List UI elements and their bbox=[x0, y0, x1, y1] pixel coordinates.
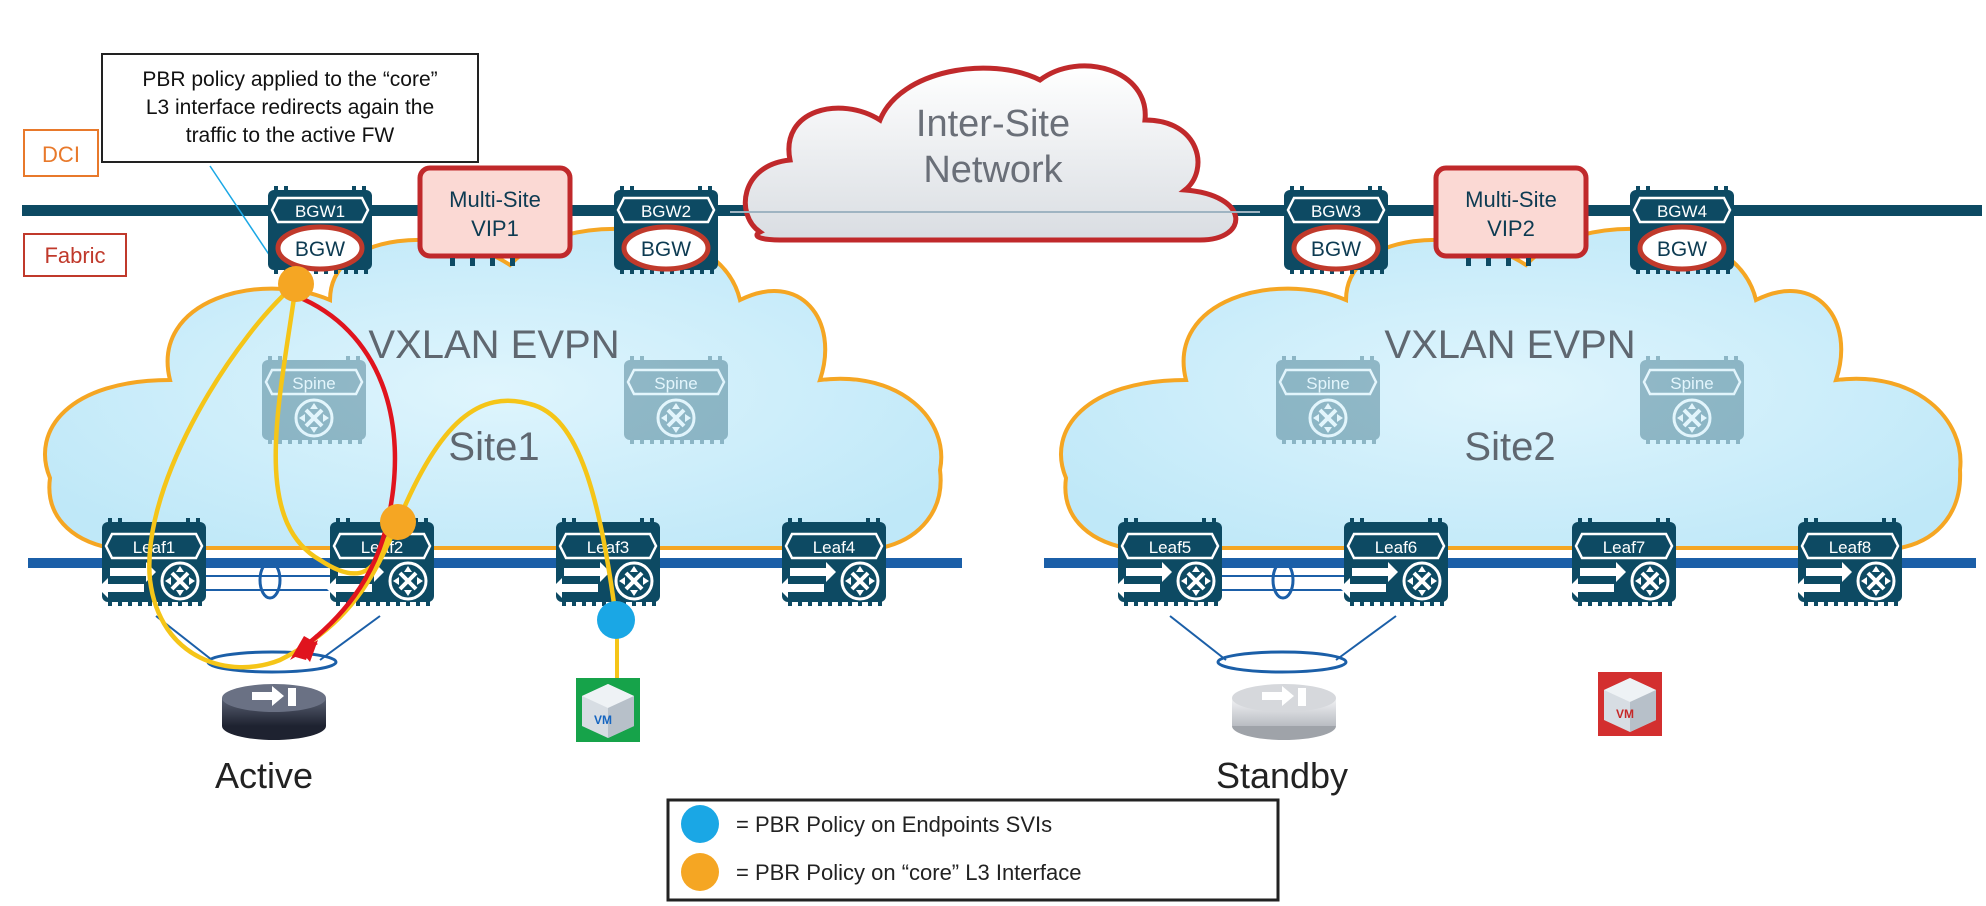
leaf5-switch: Leaf5 bbox=[1114, 518, 1222, 606]
svg-text:Leaf8: Leaf8 bbox=[1829, 538, 1872, 557]
spine3-switch: Spine bbox=[1276, 356, 1380, 444]
pbr-core-marker-bgw1 bbox=[278, 266, 314, 302]
svg-text:VM: VM bbox=[1616, 707, 1634, 721]
svg-text:BGW3: BGW3 bbox=[1311, 202, 1361, 221]
standby-firewall-label: Standby bbox=[1216, 755, 1348, 796]
svg-text:VIP1: VIP1 bbox=[471, 216, 519, 241]
svg-text:Leaf3: Leaf3 bbox=[587, 538, 630, 557]
svg-text:BGW: BGW bbox=[1657, 238, 1707, 261]
isn-label-line2: Network bbox=[923, 149, 1063, 191]
pbr-core-marker-leaf2 bbox=[380, 504, 416, 540]
pbr-callout-box: PBR policy applied to the “core” L3 inte… bbox=[101, 53, 479, 163]
spine2-switch: Spine bbox=[624, 356, 728, 444]
svg-text:BGW2: BGW2 bbox=[641, 202, 691, 221]
svg-text:Spine: Spine bbox=[1670, 374, 1713, 393]
bgw3-switch: BGW3 BGW bbox=[1284, 186, 1388, 274]
leaf3-switch: Leaf3 bbox=[552, 518, 660, 606]
svg-text:Spine: Spine bbox=[1306, 374, 1349, 393]
standby-firewall-icon bbox=[1232, 684, 1336, 740]
svg-text:Leaf4: Leaf4 bbox=[813, 538, 856, 557]
flow-redirect-arrow bbox=[295, 293, 398, 652]
legend-box: = PBR Policy on Endpoints SVIs = PBR Pol… bbox=[666, 798, 1280, 902]
svg-text:Leaf1: Leaf1 bbox=[133, 538, 176, 557]
site1-leaf-line bbox=[28, 558, 962, 568]
callout-pointer bbox=[209, 165, 279, 269]
bgw4-switch: BGW4 BGW bbox=[1630, 186, 1734, 274]
svg-text:Leaf5: Leaf5 bbox=[1149, 538, 1192, 557]
svg-text:Leaf6: Leaf6 bbox=[1375, 538, 1418, 557]
svg-text:BGW4: BGW4 bbox=[1657, 202, 1707, 221]
svg-text:Multi-Site: Multi-Site bbox=[1465, 187, 1557, 212]
svg-text:BGW: BGW bbox=[1311, 238, 1361, 261]
svg-text:Spine: Spine bbox=[654, 374, 697, 393]
redirect-arrow-tip bbox=[290, 636, 318, 660]
legend-orange-text: = PBR Policy on “core” L3 Interface bbox=[736, 860, 1081, 885]
callout-line2: L3 interface redirects again the bbox=[146, 96, 434, 119]
flow-core-loop bbox=[147, 282, 401, 670]
bgw1-switch: BGW1 BGW bbox=[268, 186, 372, 274]
vm-green-icon: VM bbox=[576, 678, 640, 742]
spine4-switch: Spine bbox=[1640, 356, 1744, 444]
multisite-vip2: Multi-Site VIP2 bbox=[1433, 165, 1589, 266]
bgw2-switch: BGW2 BGW bbox=[614, 186, 718, 274]
svg-text:VIP2: VIP2 bbox=[1487, 216, 1535, 241]
legend-blue-dot bbox=[681, 805, 719, 843]
svg-text:VM: VM bbox=[594, 713, 612, 727]
site2-fabric-cloud bbox=[1059, 226, 1963, 550]
site1-name-label: Site1 bbox=[448, 425, 539, 469]
site1-fabric-cloud bbox=[43, 226, 944, 550]
svg-text:Spine: Spine bbox=[292, 374, 335, 393]
leaf8-switch: Leaf8 bbox=[1794, 518, 1902, 606]
active-firewall-icon bbox=[222, 684, 326, 740]
inter-site-network-cloud: Inter-Site Network bbox=[742, 63, 1239, 243]
spine1-switch: Spine bbox=[262, 356, 366, 444]
svg-text:Fabric: Fabric bbox=[44, 243, 105, 268]
callout-line3: traffic to the active FW bbox=[186, 124, 395, 147]
site2-name-label: Site2 bbox=[1464, 425, 1555, 469]
multisite-vip1: Multi-Site VIP1 bbox=[417, 165, 573, 266]
site1-fabric-label: VXLAN EVPN bbox=[368, 323, 619, 367]
legend-orange-dot bbox=[681, 853, 719, 891]
leaf1-switch: Leaf1 bbox=[98, 518, 206, 606]
site2-fabric-label: VXLAN EVPN bbox=[1384, 323, 1635, 367]
leaf4-switch: Leaf4 bbox=[778, 518, 886, 606]
fabric-layer-label: Fabric bbox=[23, 233, 127, 277]
svg-text:BGW: BGW bbox=[295, 238, 345, 261]
svg-text:Leaf7: Leaf7 bbox=[1603, 538, 1646, 557]
leaf6-switch: Leaf6 bbox=[1340, 518, 1448, 606]
svg-text:BGW1: BGW1 bbox=[295, 202, 345, 221]
site2-leaf-line bbox=[1044, 558, 1976, 568]
svg-text:Multi-Site: Multi-Site bbox=[449, 187, 541, 212]
legend-blue-text: = PBR Policy on Endpoints SVIs bbox=[736, 812, 1052, 837]
svg-text:DCI: DCI bbox=[42, 142, 80, 167]
svg-text:BGW: BGW bbox=[641, 238, 691, 261]
flow-core-loop-2 bbox=[273, 283, 400, 576]
dci-layer-label: DCI bbox=[23, 129, 99, 177]
flow-leaf-arc bbox=[395, 398, 619, 619]
vm-red-icon: VM bbox=[1598, 672, 1662, 736]
pbr-svi-marker-leaf3 bbox=[597, 601, 635, 639]
isn-label-line1: Inter-Site bbox=[916, 103, 1070, 145]
leaf7-switch: Leaf7 bbox=[1568, 518, 1676, 606]
active-firewall-label: Active bbox=[215, 755, 313, 796]
callout-line1: PBR policy applied to the “core” bbox=[142, 68, 437, 91]
